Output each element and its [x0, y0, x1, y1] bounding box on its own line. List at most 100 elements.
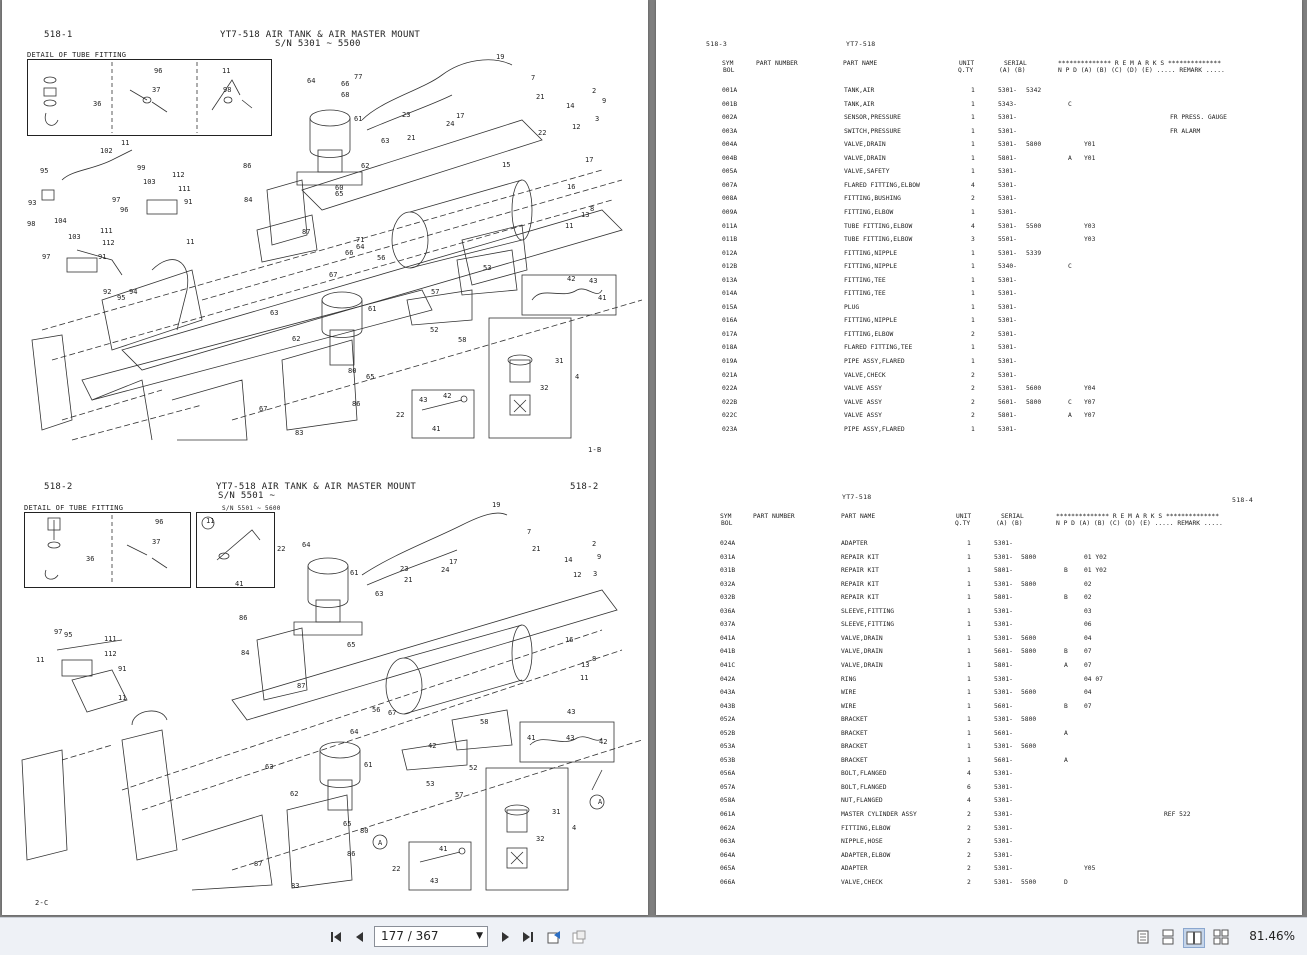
- single-page-view-button[interactable]: [1133, 928, 1153, 946]
- callout-number: 16: [565, 636, 573, 644]
- forward-view-button[interactable]: [570, 928, 588, 946]
- next-page-button[interactable]: [497, 928, 515, 946]
- right-parts-list-page: 518-3 YT7-518 SYM BOL PART NUMBER PART N…: [656, 0, 1302, 915]
- cell-name: TANK,AIR: [844, 100, 875, 108]
- top-footer-code: 1-B: [588, 446, 602, 454]
- bottom-drawing-title: YT7-518 AIR TANK & AIR MASTER MOUNT: [216, 482, 417, 492]
- callout-number: 92: [103, 288, 111, 296]
- cell-b: 5800: [1021, 553, 1037, 561]
- cell-sym: 052B: [720, 729, 736, 737]
- callout-number: 71: [356, 236, 364, 244]
- cell-sym: 036A: [720, 607, 736, 615]
- cell-code: 04: [1084, 689, 1092, 697]
- callout-number: 22: [392, 865, 400, 873]
- cell-qty: 6: [967, 783, 971, 791]
- hdr2-part-number: PART NUMBER: [753, 513, 795, 520]
- cell-name: SWITCH,PRESSURE: [844, 127, 901, 135]
- cell-name: RING: [841, 675, 857, 683]
- cell-sym: 011B: [722, 236, 738, 244]
- cell-qty: 1: [967, 567, 971, 575]
- cell-name: PLUG: [844, 303, 860, 311]
- callout-number: 83: [291, 882, 299, 890]
- callout-number: 61: [364, 761, 372, 769]
- callout-number: 13: [581, 211, 589, 219]
- cell-name: WIRE: [841, 702, 857, 710]
- callout-number: 103: [68, 233, 81, 241]
- prev-page-button[interactable]: [350, 928, 368, 946]
- cell-name: NIPPLE,HOSE: [841, 838, 883, 846]
- cell-qty: 1: [971, 317, 975, 325]
- cell-a: 5301-: [998, 127, 1017, 135]
- callout-number: 43: [589, 277, 597, 285]
- callout-number: 7: [531, 74, 535, 82]
- hdr-serial-ab: (A) (B): [999, 67, 1026, 74]
- cell-sym: 053B: [720, 756, 736, 764]
- cell-name: SLEEVE,FITTING: [841, 621, 895, 629]
- cell-sym: 043B: [720, 702, 736, 710]
- cell-sym: 063A: [720, 838, 736, 846]
- cell-qty: 1: [971, 168, 975, 176]
- last-page-button[interactable]: [519, 928, 537, 946]
- cell-sym: 032B: [720, 594, 736, 602]
- cell-a: 5601-: [994, 756, 1013, 764]
- cell-qty: 4: [971, 222, 975, 230]
- callout-number: 98: [27, 220, 35, 228]
- callout-number: 86: [352, 400, 360, 408]
- cell-npd: B: [1064, 567, 1068, 575]
- cell-b: 5500: [1021, 878, 1037, 886]
- page-number-select[interactable]: 177 / 367 ▼: [374, 926, 488, 947]
- cell-name: BRACKET: [841, 716, 868, 724]
- callout-number: 80: [348, 367, 356, 375]
- callout-number: 16: [567, 183, 575, 191]
- callout-number: 17: [449, 558, 457, 566]
- callout-number: 4: [572, 824, 576, 832]
- cell-a: 5301-: [994, 689, 1013, 697]
- hdr2-part-name: PART NAME: [841, 513, 876, 520]
- top-detail-box: [27, 59, 272, 136]
- callout-number: 14: [564, 556, 572, 564]
- zoom-level[interactable]: 81.46%: [1249, 929, 1295, 943]
- callout-number: 42: [428, 742, 436, 750]
- facing-view-button[interactable]: [1183, 928, 1205, 948]
- callout-number: 11: [206, 517, 214, 525]
- cell-sym: 021A: [722, 371, 738, 379]
- callout-number: 22: [538, 129, 546, 137]
- cell-a: 5301-: [998, 317, 1017, 325]
- last-page-icon: [523, 932, 533, 942]
- cell-qty: 1: [967, 743, 971, 751]
- cell-npd: C: [1068, 398, 1072, 406]
- continuous-facing-view-button[interactable]: [1211, 928, 1231, 946]
- cell-qty: 2: [971, 385, 975, 393]
- cell-qty: 2: [971, 398, 975, 406]
- callout-number: 3: [593, 570, 597, 578]
- cell-name: VALVE,DRAIN: [844, 154, 886, 162]
- prev-page-icon: [356, 932, 363, 942]
- back-view-button[interactable]: [545, 928, 563, 946]
- cell-sym: 022B: [722, 398, 738, 406]
- cell-b: 5600: [1026, 385, 1042, 393]
- cell-name: FITTING,NIPPLE: [844, 263, 898, 271]
- cell-qty: 2: [967, 865, 971, 873]
- callout-number: 9: [602, 97, 606, 105]
- callout-number: 98: [223, 86, 231, 94]
- continuous-view-button[interactable]: [1158, 928, 1178, 946]
- cell-name: ADAPTER: [841, 540, 868, 547]
- callout-number: 64: [307, 77, 315, 85]
- hdr2-qty: Q.TY: [955, 520, 971, 527]
- first-page-icon: [331, 932, 341, 942]
- callout-number: 15: [502, 161, 510, 169]
- cell-name: NUT,FLANGED: [841, 797, 883, 805]
- cell-code: Y01: [1084, 141, 1096, 149]
- cell-sym: 041A: [720, 634, 736, 642]
- callout-number: 86: [347, 850, 355, 858]
- cell-name: REPAIR KIT: [841, 553, 879, 561]
- callout-number: 83: [295, 429, 303, 437]
- cell-a: 5340-: [998, 263, 1017, 271]
- cell-sym: 041B: [720, 648, 736, 656]
- hdr-serial: SERIAL: [1004, 60, 1027, 67]
- first-page-button[interactable]: [327, 928, 345, 946]
- cell-sym: 022C: [722, 412, 738, 420]
- callout-number: 17: [585, 156, 593, 164]
- callout-number: 87: [297, 682, 305, 690]
- cell-sym: 015A: [722, 303, 738, 311]
